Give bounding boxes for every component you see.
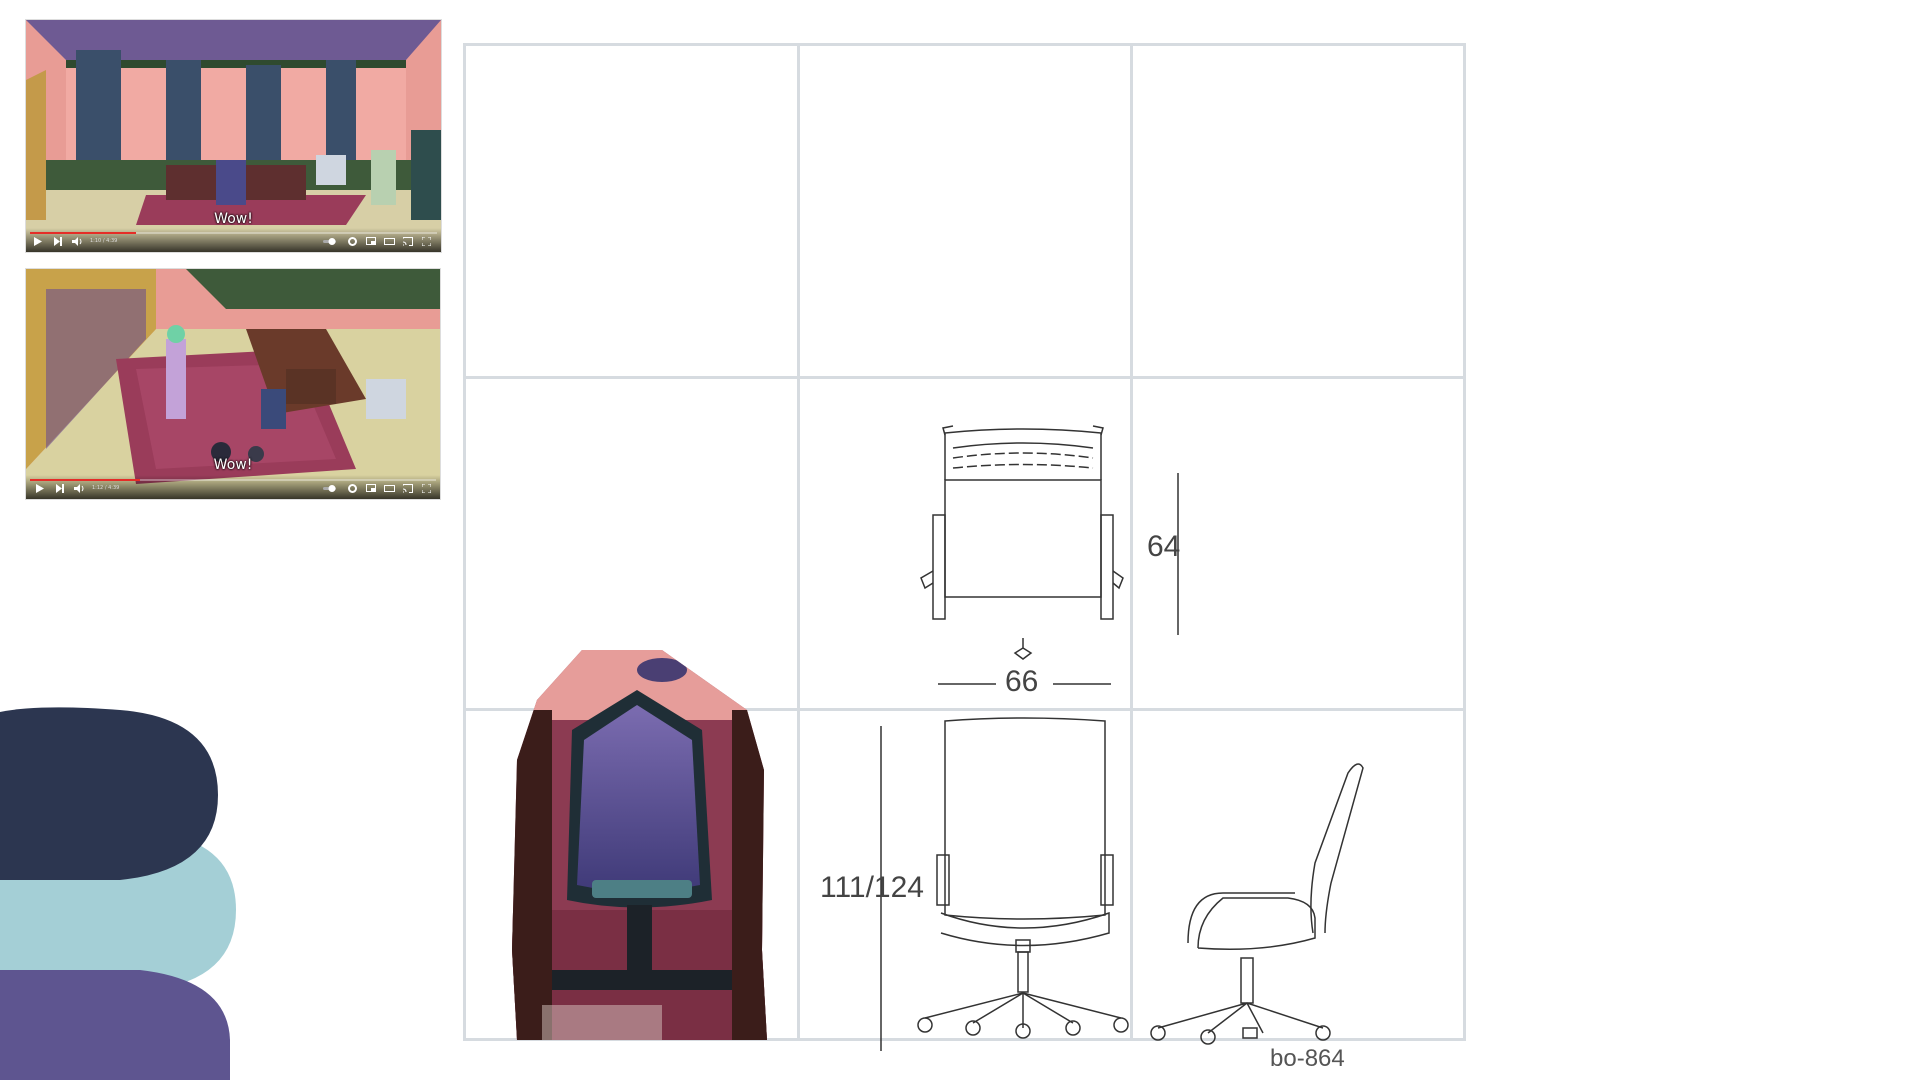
- miniplayer-icon[interactable]: [366, 237, 376, 247]
- depth-dimension-label: 64: [1147, 530, 1181, 563]
- width-dimension-label: 66: [1005, 665, 1039, 698]
- chair-technical-drawings: [880, 425, 1364, 1051]
- gear-icon[interactable]: [348, 484, 357, 494]
- video-player-2[interactable]: Wow! 1:12 / 4:39: [25, 268, 441, 500]
- fullscreen-icon[interactable]: [422, 237, 431, 247]
- autoplay-toggle-icon[interactable]: [323, 237, 337, 247]
- anime-office-scene-frame: [26, 20, 441, 252]
- next-icon[interactable]: [54, 237, 62, 247]
- subtitle-text: Wow!: [213, 457, 253, 473]
- player-controls: 1:12 / 4:39: [26, 475, 440, 499]
- blob-navy: [0, 707, 218, 880]
- cast-icon[interactable]: [403, 237, 413, 247]
- next-icon[interactable]: [56, 484, 64, 494]
- grid-line: [797, 46, 800, 1038]
- autoplay-toggle-icon[interactable]: [323, 484, 337, 494]
- player-controls: 1:10 / 4:39: [26, 228, 441, 252]
- progress-bar[interactable]: [30, 232, 437, 234]
- anime-office-scene-frame: [26, 269, 440, 499]
- chair-front-view: [917, 717, 1129, 1039]
- grid-line: [1130, 46, 1133, 1038]
- subtitle-text: Wow!: [214, 211, 253, 227]
- theater-mode-icon[interactable]: [384, 237, 395, 247]
- play-icon[interactable]: [36, 484, 44, 494]
- volume-icon[interactable]: [72, 237, 83, 247]
- progress-played: [30, 232, 136, 234]
- theater-mode-icon[interactable]: [384, 484, 395, 494]
- anime-chair-crop-image: [512, 650, 767, 1040]
- model-code-label: bo-864: [1270, 1045, 1345, 1072]
- progress-bar[interactable]: [30, 479, 436, 481]
- time-display: 1:12 / 4:39: [92, 485, 120, 491]
- grid-line: [466, 708, 1463, 711]
- gear-icon[interactable]: [348, 237, 357, 247]
- miniplayer-icon[interactable]: [366, 484, 376, 494]
- chair-spec-grid: [463, 43, 1466, 1041]
- volume-icon[interactable]: [74, 484, 85, 494]
- chair-top-view: [920, 425, 1124, 660]
- cast-icon[interactable]: [403, 484, 413, 494]
- blob-purple: [0, 970, 230, 1080]
- fullscreen-icon[interactable]: [422, 484, 431, 494]
- grid-line: [466, 376, 1463, 379]
- height-dimension-label: 111/124: [820, 871, 924, 904]
- video-player-1[interactable]: Wow! 1:10 / 4:39: [25, 19, 442, 253]
- time-display: 1:10 / 4:39: [90, 238, 118, 244]
- play-icon[interactable]: [34, 237, 42, 247]
- progress-played: [30, 479, 140, 481]
- chair-side-view: [1150, 763, 1364, 1045]
- decorative-color-blobs: [0, 707, 236, 1080]
